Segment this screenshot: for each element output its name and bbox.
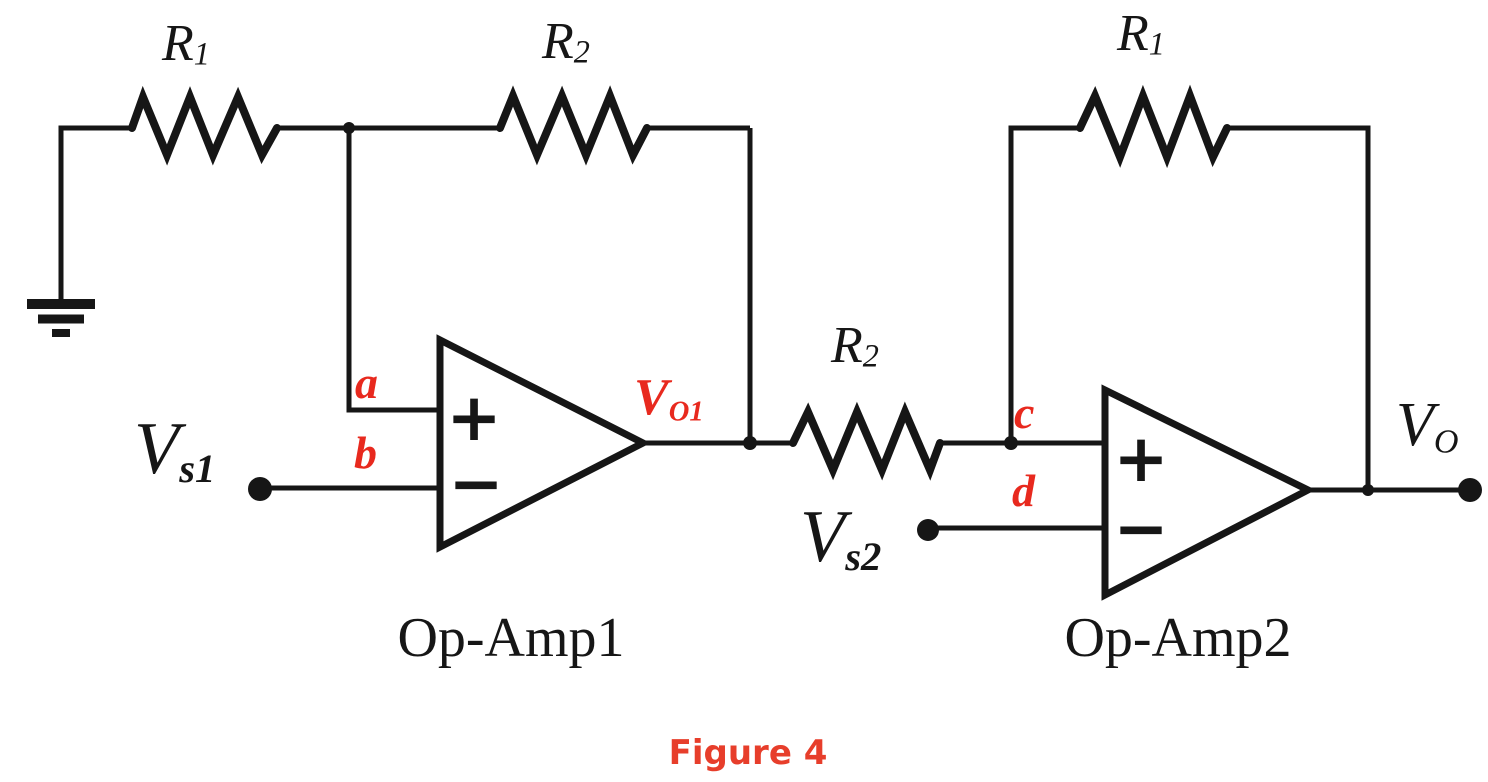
junction-dot-node-a <box>343 122 355 134</box>
figure-caption: Figure 4 <box>668 733 828 773</box>
opamp1-triangle <box>436 334 651 553</box>
label-r2-top: R2 <box>542 13 590 70</box>
resistor-r2-top <box>496 85 651 166</box>
label-r2-mid: R2 <box>831 317 879 374</box>
resistor-r2-mid <box>789 401 944 481</box>
wire-node-a-to-plus-input <box>346 128 440 413</box>
junction-dot-node-c <box>1004 436 1018 450</box>
label-vo: VO <box>1396 391 1459 461</box>
opamp2-plus-icon: + <box>1113 420 1168 497</box>
label-vs1: Vs1 <box>134 408 216 491</box>
label-node-d: d <box>1012 465 1035 516</box>
vs1-terminal-dot <box>248 477 272 501</box>
wire-ground-to-r1 <box>58 125 132 300</box>
label-node-a: a <box>355 357 378 408</box>
wire-feedback2-vertical <box>1227 125 1371 490</box>
wire-node-c-to-r1right <box>1008 125 1080 443</box>
label-opamp2: Op-Amp2 <box>1064 607 1292 669</box>
opamp2-triangle <box>1101 384 1316 601</box>
ground-icon <box>27 299 95 337</box>
opamp1-minus-icon: − <box>448 445 503 522</box>
opamp1-plus-icon: + <box>446 379 501 456</box>
label-r1-right: R1 <box>1117 5 1165 62</box>
resistor-r1-left <box>128 85 281 166</box>
vs2-terminal-dot <box>917 519 939 541</box>
label-node-b: b <box>354 427 377 478</box>
junction-dot-vo <box>1362 484 1374 496</box>
vo-terminal-dot <box>1458 478 1482 502</box>
resistor-r1-right <box>1076 84 1231 169</box>
label-vs2: Vs2 <box>800 496 882 579</box>
label-vo1: VO1 <box>634 369 704 428</box>
junction-dot-vo1 <box>743 436 757 450</box>
label-opamp1: Op-Amp1 <box>397 607 625 669</box>
label-node-c: c <box>1014 387 1035 438</box>
label-r1-left: R1 <box>162 15 210 72</box>
opamp2-minus-icon: − <box>1113 490 1168 567</box>
